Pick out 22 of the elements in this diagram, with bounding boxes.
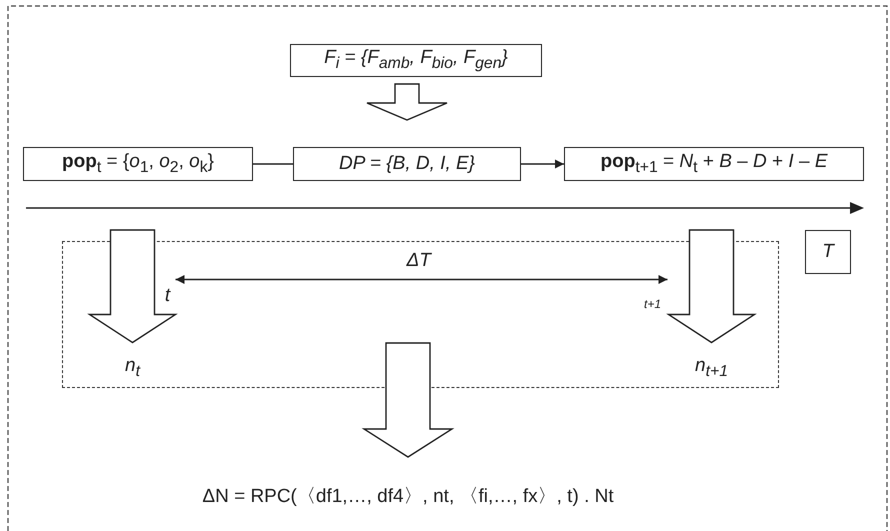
formula-box (564, 147, 864, 181)
hollow-arrow (666, 229, 757, 344)
formula-box (290, 44, 542, 77)
formula-label: pop$_{t+1}$ = N$_{t}$ + B – D + I – E (600, 152, 828, 176)
formula-text: ΔN = RPC(〈df1,…, df4〉, nt, 〈fi,…, fx〉, t) . Nt (202, 486, 614, 508)
hollow-arrow (87, 229, 178, 344)
connector-line (253, 163, 293, 165)
formula-label: DP = {B, D, I, E} (338, 154, 476, 174)
formula-label: pop$_{t}$ = {o$_{1}$, o$_{2}$, o$_{k}$} (62, 152, 214, 176)
formula-text: t (164, 286, 170, 307)
formula-label: T (822, 242, 834, 262)
hollow-arrow (366, 83, 448, 121)
formula-text: n$_{t+1}$ (694, 356, 728, 381)
formula-text: n$_{t}$ (125, 356, 140, 381)
formula-label: F$_{i}$ = {F$_{amb}$, F$_{bio}$, F$_{gen}$} (324, 48, 508, 73)
hollow-arrow (362, 342, 454, 458)
formula-box (293, 147, 521, 181)
formula-box (805, 230, 851, 274)
arrow (521, 160, 564, 168)
arrow (176, 275, 668, 284)
formula-box (23, 147, 253, 181)
formula-text: t+1 (644, 298, 661, 312)
